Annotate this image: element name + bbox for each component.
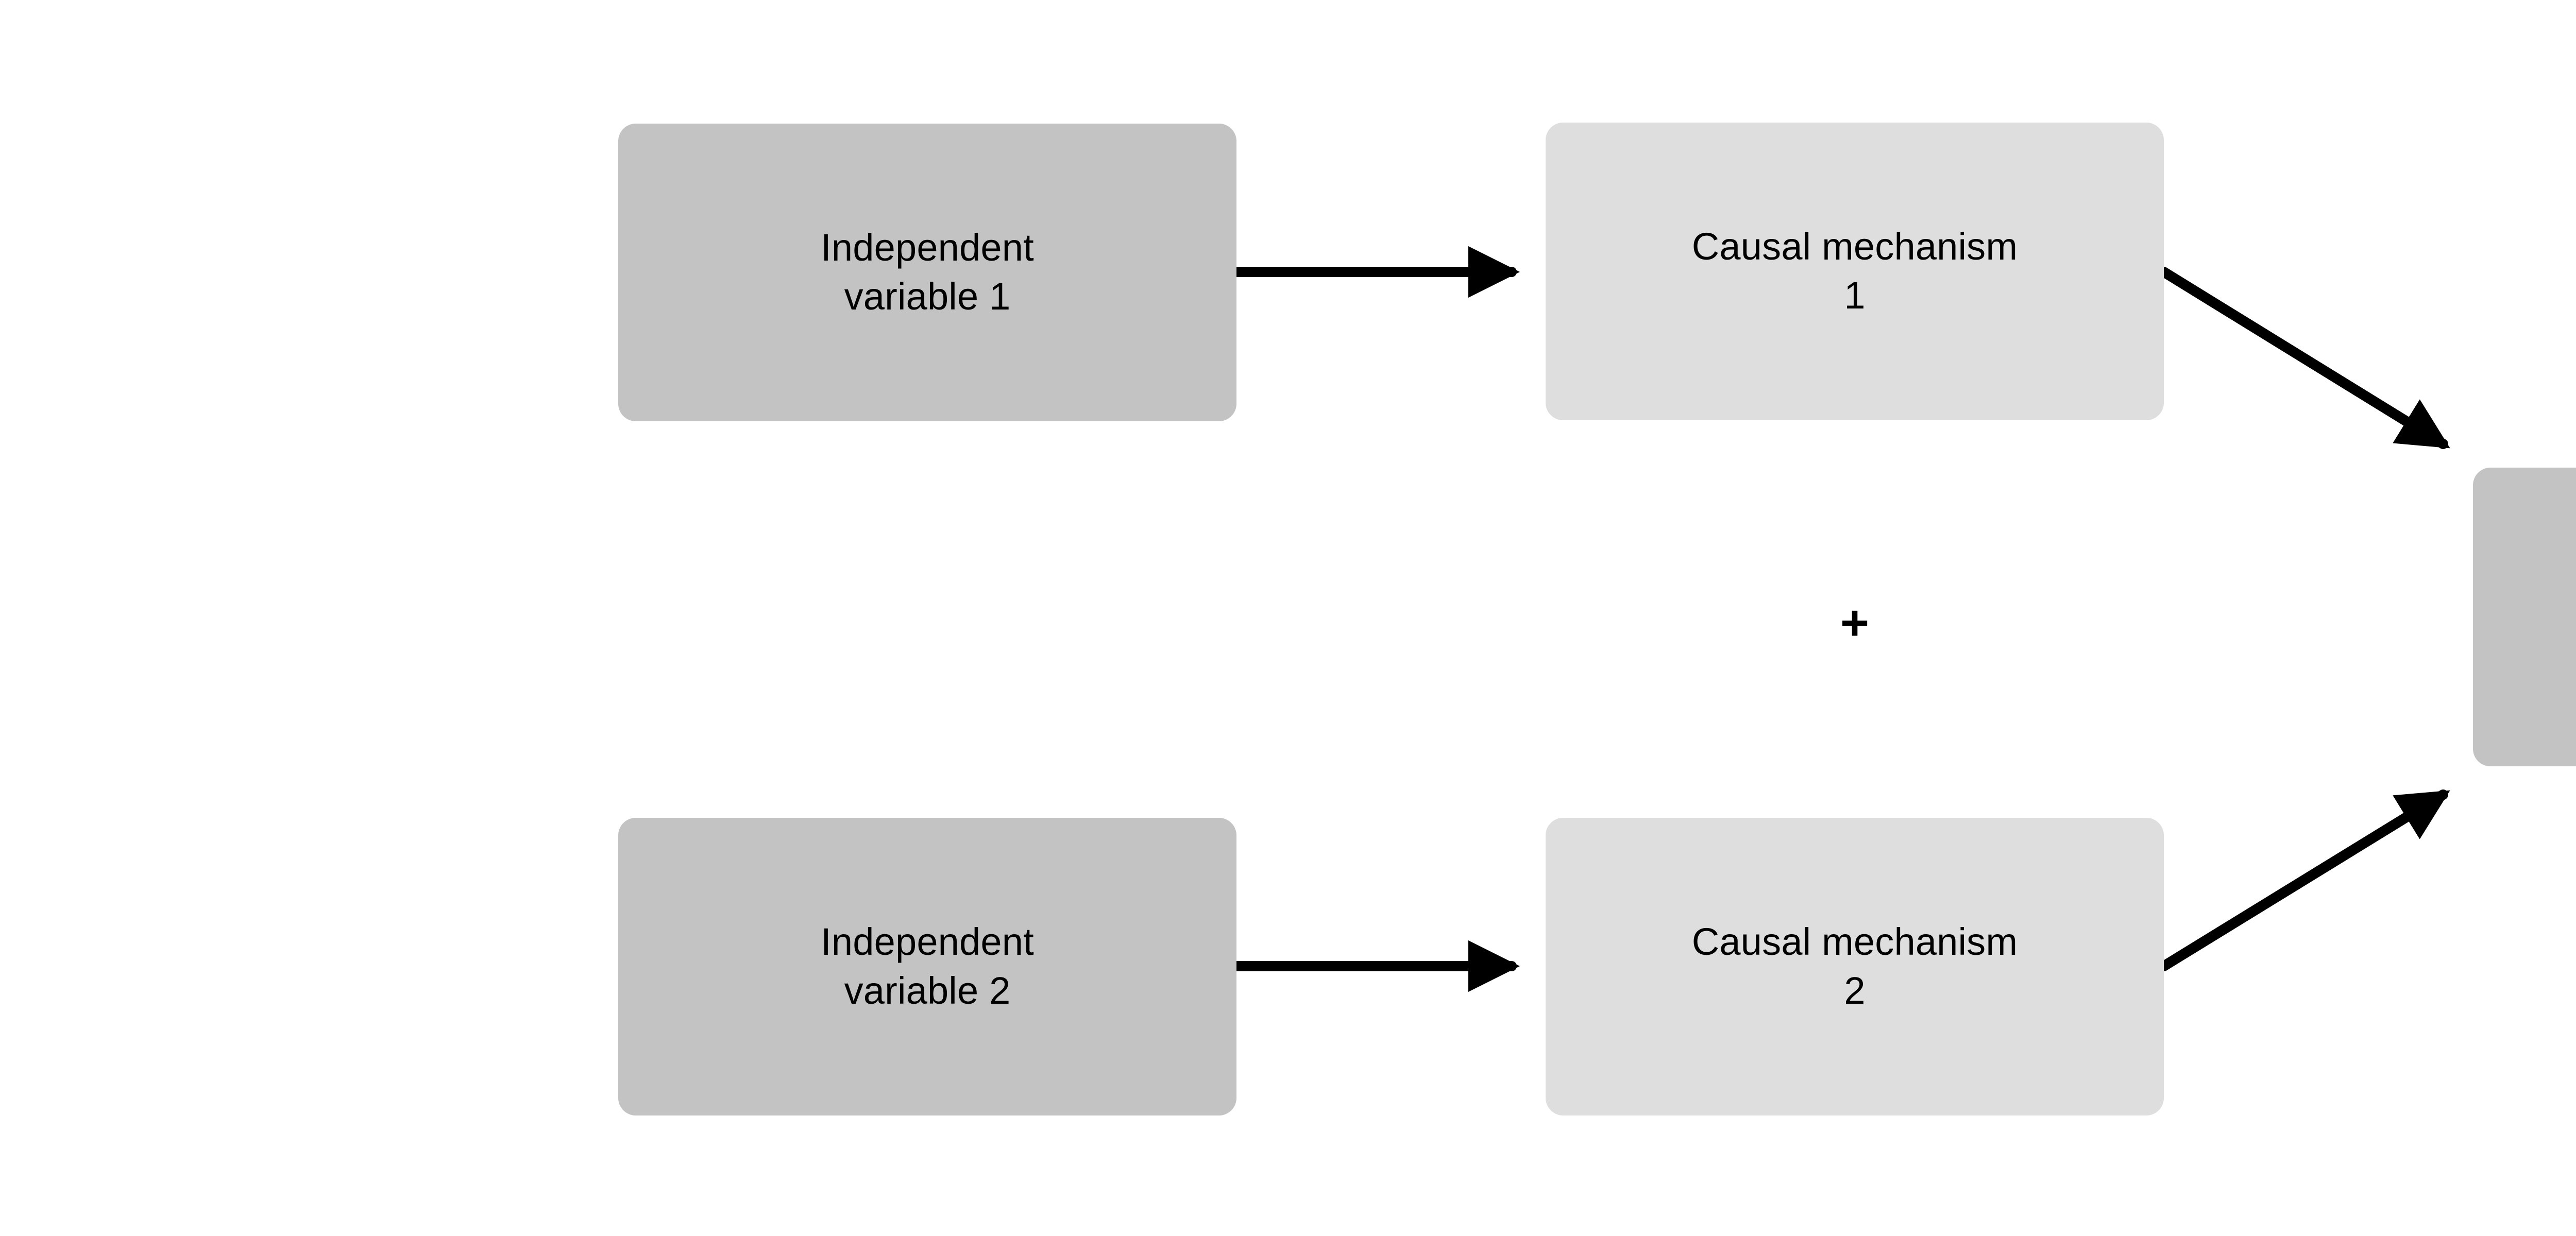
node-causal-mechanism-2[interactable]: Causal mechanism 2: [1546, 818, 2164, 1115]
node-independent-variable-1[interactable]: Independent variable 1: [618, 124, 1236, 421]
node-independent-variable-2[interactable]: Independent variable 2: [618, 818, 1236, 1115]
edge-cm1-to-dv: [2159, 267, 2450, 449]
node-causal-mechanism-1[interactable]: Causal mechanism 1: [1546, 123, 2164, 420]
edge-cm2-to-dv: [2159, 789, 2450, 971]
plus-operator: +: [1840, 595, 1870, 650]
node-dependent-variable[interactable]: Dependent variable: [2473, 468, 2576, 766]
